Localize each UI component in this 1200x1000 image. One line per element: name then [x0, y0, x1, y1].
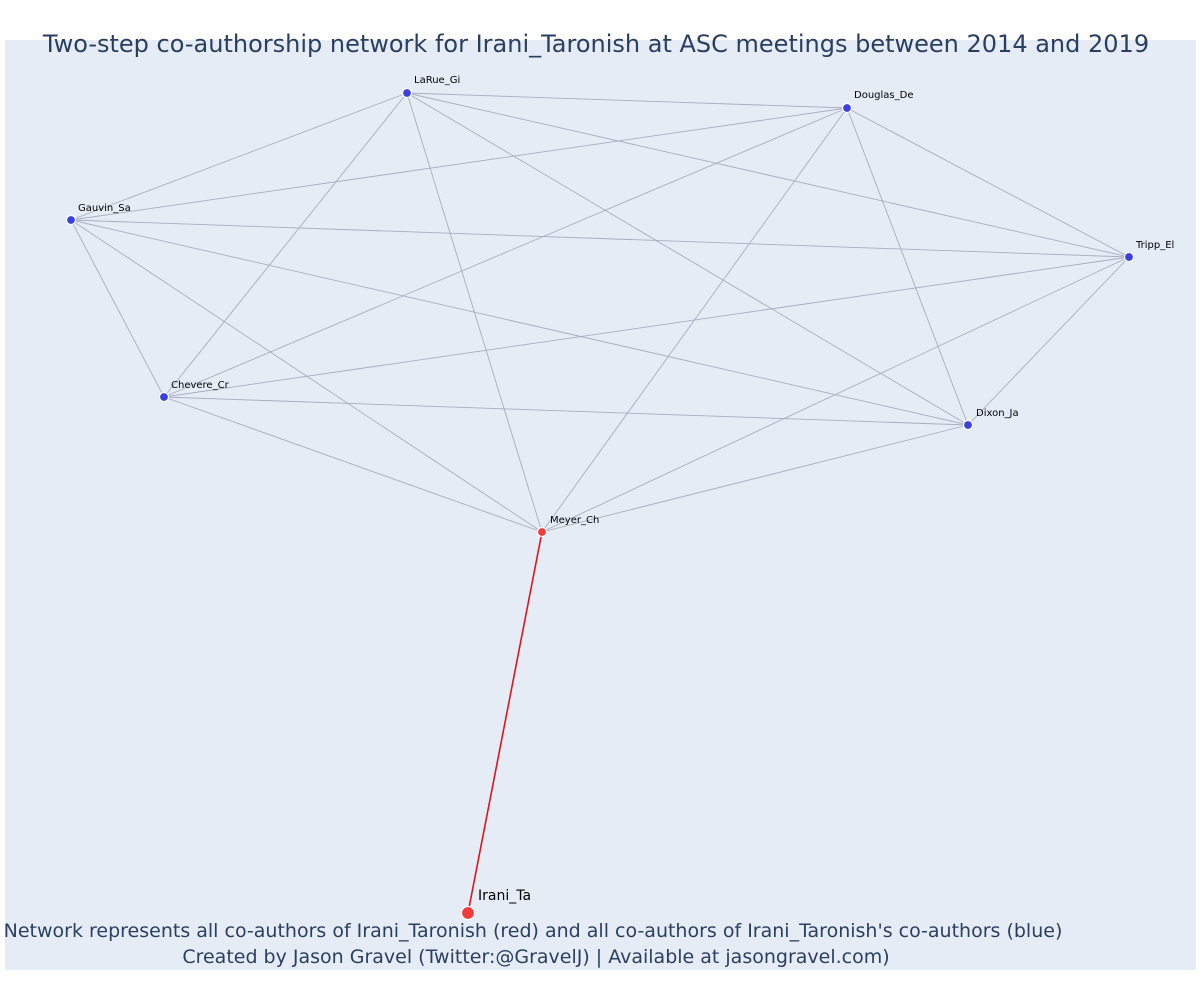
edge-meyer-chevere	[163, 396, 543, 533]
node-label-larue: LaRue_Gi	[414, 75, 460, 86]
edge-douglas-gauvin	[70, 107, 848, 221]
edge-gauvin-dixon	[70, 219, 969, 426]
node-label-douglas: Douglas_De	[854, 90, 913, 101]
node-label-chevere: Chevere_Cr	[171, 380, 230, 391]
node-dixon[interactable]	[962, 419, 974, 431]
node-label-tripp: Tripp_El	[1135, 240, 1174, 251]
edge-larue-gauvin	[70, 92, 408, 221]
node-tripp[interactable]	[1123, 251, 1135, 263]
node-meyer[interactable]	[536, 526, 548, 538]
nodes-layer	[65, 87, 1135, 921]
node-chevere[interactable]	[158, 391, 170, 403]
node-label-meyer: Meyer_Ch	[550, 515, 599, 526]
caption-line-1: Network represents all co-authors of Ira…	[4, 920, 1063, 942]
node-irani[interactable]	[460, 905, 476, 921]
node-larue[interactable]	[401, 87, 413, 99]
edges-layer	[70, 92, 1130, 914]
node-label-dixon: Dixon_Ja	[976, 408, 1019, 419]
edge-irani-meyer	[467, 531, 543, 914]
edge-larue-tripp	[406, 92, 1130, 258]
edge-gauvin-tripp	[70, 219, 1130, 258]
edge-douglas-tripp	[846, 107, 1130, 258]
edge-tripp-chevere	[163, 256, 1130, 398]
figure-title: Two-step co-authorship network for Irani…	[42, 30, 1149, 58]
edge-larue-douglas	[406, 92, 848, 109]
edge-gauvin-chevere	[70, 219, 165, 398]
edge-meyer-dixon	[541, 424, 969, 533]
edge-larue-dixon	[406, 92, 969, 426]
node-label-gauvin: Gauvin_Sa	[78, 203, 131, 214]
edge-tripp-dixon	[967, 256, 1130, 426]
node-douglas[interactable]	[841, 102, 853, 114]
labels-layer: Irani_Ta Meyer_Ch LaRue_GiDouglas_DeGauvin…	[78, 75, 1174, 904]
edge-chevere-dixon	[163, 396, 969, 426]
node-label-irani: Irani_Ta	[478, 888, 531, 904]
edge-douglas-chevere	[163, 107, 848, 398]
node-gauvin[interactable]	[65, 214, 77, 226]
edge-larue-chevere	[163, 92, 408, 398]
caption-line-2: Created by Jason Gravel (Twitter:@Gravel…	[182, 946, 889, 968]
edge-douglas-dixon	[846, 107, 969, 426]
